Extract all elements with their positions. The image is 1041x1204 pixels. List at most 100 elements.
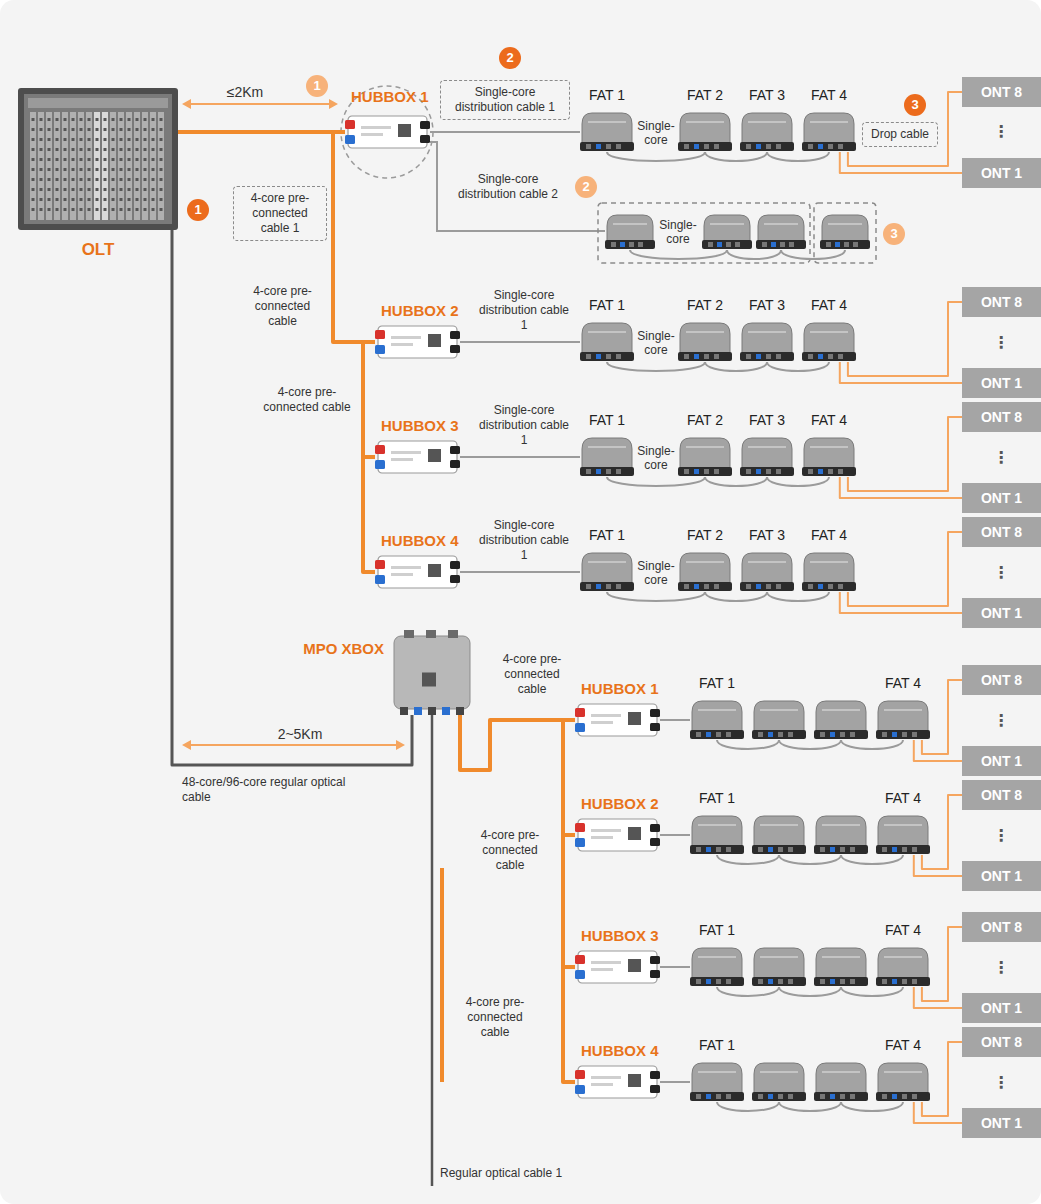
fat-port bbox=[766, 469, 771, 474]
fat-box: FAT 4 bbox=[802, 435, 856, 477]
pre-connected-cable bbox=[440, 868, 444, 1082]
olt-slot-port bbox=[96, 198, 99, 201]
olt-slot-port bbox=[48, 198, 51, 201]
olt-slot-port bbox=[48, 168, 51, 171]
olt-slot-port bbox=[72, 148, 75, 151]
hub-icon bbox=[375, 440, 460, 474]
olt-slot-port bbox=[104, 158, 107, 161]
fat-port bbox=[912, 1094, 917, 1099]
output-port bbox=[650, 709, 660, 717]
single-core-cable bbox=[841, 987, 903, 996]
fat-port bbox=[835, 242, 840, 247]
fat-icon bbox=[876, 945, 930, 987]
olt-slot bbox=[86, 112, 92, 220]
fat-ridge bbox=[588, 561, 626, 563]
olt-slot-port bbox=[120, 178, 123, 181]
fat-body bbox=[582, 438, 632, 468]
fat-port bbox=[788, 847, 793, 852]
cable-label: Single-core distribution cable 2 bbox=[448, 172, 568, 202]
cable-label: 4-core pre-connected cable bbox=[455, 995, 535, 1040]
hubbox: HUBBOX 3 bbox=[375, 440, 460, 474]
olt-slot bbox=[158, 112, 164, 220]
fat-port bbox=[818, 469, 823, 474]
fat-port bbox=[726, 1094, 731, 1099]
ellipsis-mark: ⋮ bbox=[990, 826, 1012, 846]
olt-slot-port bbox=[80, 138, 83, 141]
qr-code bbox=[628, 1074, 641, 1087]
fat-ridge bbox=[748, 561, 786, 563]
fat-box: FAT 4 bbox=[876, 698, 930, 740]
drop-cable bbox=[840, 477, 962, 498]
olt-slot-port bbox=[112, 138, 115, 141]
olt-slot-port bbox=[32, 168, 35, 171]
hubbox-body bbox=[348, 116, 427, 148]
olt-slot-port bbox=[40, 208, 43, 211]
fat-port-band bbox=[690, 845, 744, 854]
fat-port bbox=[704, 144, 709, 149]
olt-slot-port bbox=[144, 188, 147, 191]
olt-slot-port bbox=[48, 188, 51, 191]
fat-port bbox=[818, 354, 823, 359]
fat-icon bbox=[740, 435, 794, 477]
fat-port-band bbox=[580, 352, 634, 361]
olt-slot-port bbox=[48, 208, 51, 211]
single-core-cable bbox=[705, 592, 767, 601]
olt-slot-port bbox=[152, 188, 155, 191]
mpo-bottom-port bbox=[442, 707, 450, 715]
fat-port bbox=[735, 242, 740, 247]
ont-label: ONT 8 bbox=[966, 786, 1037, 804]
olt-slot-port bbox=[160, 138, 163, 141]
ellipsis-mark: ⋮ bbox=[990, 711, 1012, 731]
hub-label: HUBBOX 2 bbox=[381, 302, 459, 319]
fat-icon bbox=[802, 550, 856, 592]
olt-slot-port bbox=[112, 178, 115, 181]
fat-port-band bbox=[678, 352, 732, 361]
fat-icon bbox=[678, 435, 732, 477]
hub-label: HUBBOX 1 bbox=[581, 680, 659, 697]
fat-port bbox=[758, 1094, 763, 1099]
fat-port bbox=[696, 847, 701, 852]
fat-port bbox=[788, 979, 793, 984]
output-port bbox=[650, 824, 660, 832]
olt-slot-port bbox=[80, 148, 83, 151]
fat-port bbox=[840, 732, 845, 737]
olt-slot-port bbox=[136, 208, 139, 211]
olt-slot-port bbox=[128, 128, 131, 131]
fat-label: FAT 3 bbox=[749, 527, 785, 544]
olt-slot-port bbox=[96, 158, 99, 161]
fat-body bbox=[754, 816, 804, 846]
fat-icon bbox=[580, 320, 634, 362]
red-port bbox=[575, 708, 585, 717]
fat-port bbox=[606, 469, 611, 474]
ont-box: ONT 8 bbox=[962, 780, 1041, 810]
fat-port bbox=[726, 847, 731, 852]
ont-label: ONT 1 bbox=[966, 999, 1037, 1017]
olt-slot-port bbox=[64, 118, 67, 121]
fat-port bbox=[771, 242, 776, 247]
hubbox-stripe bbox=[591, 836, 613, 839]
olt-slot-port bbox=[32, 208, 35, 211]
callout-number: 1 bbox=[187, 199, 209, 221]
fat-ridge bbox=[760, 824, 798, 826]
fat-port bbox=[758, 732, 763, 737]
hubbox-stripe bbox=[391, 336, 421, 339]
hub-icon bbox=[575, 703, 660, 737]
cable-label: Single-core bbox=[656, 218, 700, 246]
cable-label: Single-core bbox=[635, 119, 677, 147]
fat-port-band bbox=[752, 977, 806, 986]
olt-slot-port bbox=[128, 148, 131, 151]
fat-label: FAT 3 bbox=[749, 412, 785, 429]
fat-label: FAT 4 bbox=[811, 527, 847, 544]
fat-port bbox=[638, 242, 643, 247]
fat-port bbox=[902, 979, 907, 984]
fat-body bbox=[692, 1063, 742, 1093]
olt-frame bbox=[24, 94, 172, 224]
cable-callout-box: Drop cable bbox=[862, 122, 938, 147]
mpo-xbox: MPO XBOX bbox=[392, 630, 472, 715]
olt-slot-port bbox=[88, 138, 91, 141]
fat-body bbox=[878, 1063, 928, 1093]
output-port bbox=[650, 723, 660, 731]
fat-port bbox=[882, 1094, 887, 1099]
pre-connected-cable bbox=[333, 132, 375, 342]
fat-icon bbox=[876, 813, 930, 855]
